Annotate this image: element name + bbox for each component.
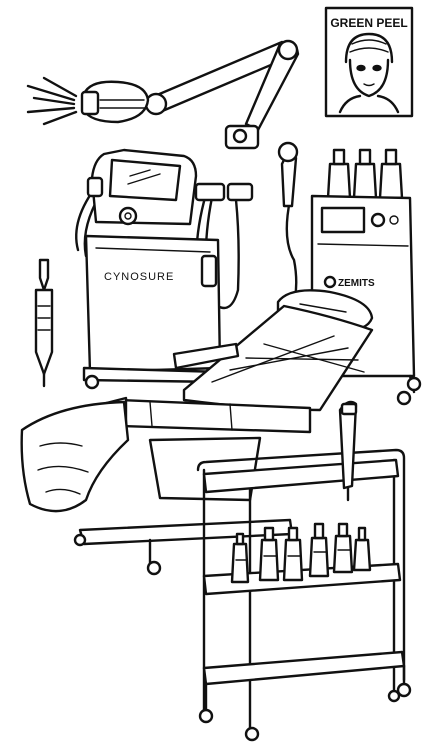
- microneedle-pen: [34, 258, 54, 388]
- cryo-machine: CYNOSURE: [75, 148, 254, 394]
- cryo-brand-label: CYNOSURE: [104, 271, 174, 283]
- hydro-brand-label: ZEMITS: [338, 278, 375, 289]
- face-mask-icon: [338, 32, 400, 114]
- lamp-arm: [144, 39, 300, 150]
- handheld-device: [338, 400, 358, 502]
- poster-title: GREEN PEEL: [330, 16, 408, 30]
- serum-bottles: [230, 522, 372, 584]
- light-rays: [26, 76, 78, 126]
- trolley-cart: [196, 400, 412, 742]
- lamp-head: [80, 80, 150, 124]
- green-peel-poster: [324, 6, 414, 118]
